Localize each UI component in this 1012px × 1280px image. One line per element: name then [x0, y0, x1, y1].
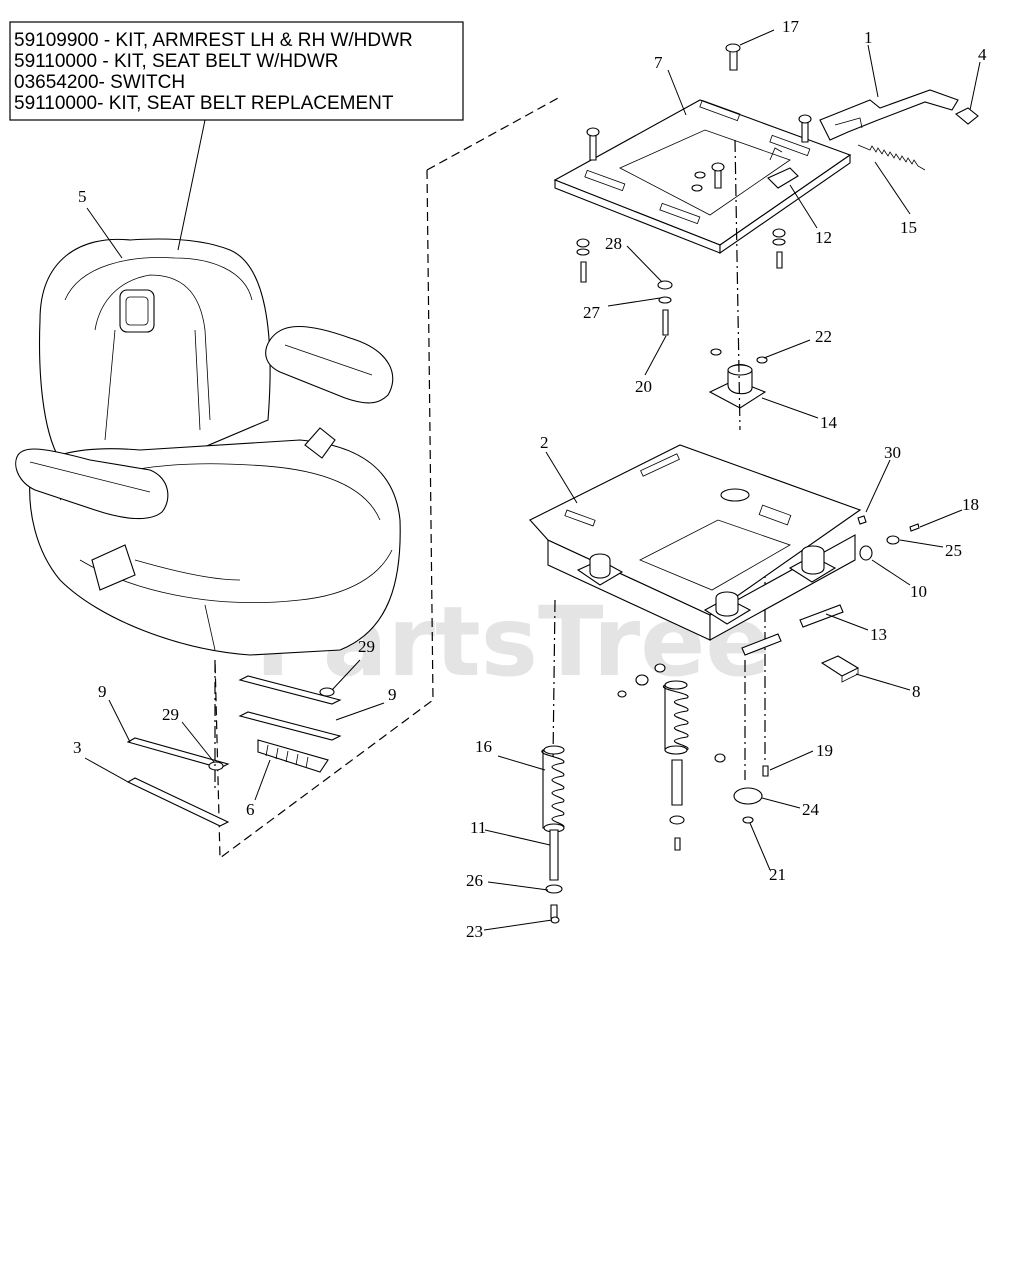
- callout-6: 6: [246, 800, 255, 819]
- seat-part-5: [15, 238, 401, 656]
- seat-brackets: [126, 660, 342, 827]
- callout-1: 1: [864, 28, 873, 47]
- callout-21: 21: [769, 865, 786, 884]
- callout-22: 22: [815, 327, 832, 346]
- callout-30: 30: [884, 443, 901, 462]
- kit-list-line-3: 03654200- SWITCH: [14, 72, 185, 93]
- callout-24: 24: [802, 800, 820, 819]
- callout-23: 23: [466, 922, 483, 941]
- callout-26: 26: [466, 871, 483, 890]
- center-line-spring: [552, 599, 556, 761]
- leader-lines: [84, 29, 981, 931]
- kit-list-box: 59109900 - KIT, ARMREST LH & RH W/HDWR 5…: [9, 21, 464, 121]
- callout-27: 27: [583, 303, 601, 322]
- callout-29-upper: 29: [358, 637, 375, 656]
- callout-2: 2: [540, 433, 549, 452]
- callout-29-lower: 29: [162, 705, 179, 724]
- callout-16: 16: [475, 737, 492, 756]
- callouts: 5 17 7 1 4 15 12 28 27 20 22 14 2 30 18 …: [73, 17, 987, 941]
- spring-assembly-left: [541, 745, 565, 924]
- spring-assembly-center: [617, 663, 726, 851]
- callout-10: 10: [910, 582, 927, 601]
- callout-9-upper: 9: [388, 685, 397, 704]
- top-plate-part-7: [553, 99, 852, 255]
- hardware-right: [820, 515, 920, 683]
- kit-list-line-4: 59110000- KIT, SEAT BELT REPLACEMENT: [14, 93, 394, 114]
- callout-25: 25: [945, 541, 962, 560]
- callout-12: 12: [815, 228, 832, 247]
- callout-5: 5: [78, 187, 87, 206]
- callout-19: 19: [816, 741, 833, 760]
- kit-group-outline: [214, 96, 561, 860]
- callout-8: 8: [912, 682, 921, 701]
- callout-3: 3: [73, 738, 82, 757]
- callout-11: 11: [470, 818, 486, 837]
- callout-17: 17: [782, 17, 800, 36]
- callout-18: 18: [962, 495, 979, 514]
- callout-13: 13: [870, 625, 887, 644]
- hardware-stack-left: [576, 228, 786, 364]
- center-line-upper: [734, 139, 741, 431]
- callout-14: 14: [820, 413, 838, 432]
- callout-28: 28: [605, 234, 622, 253]
- callout-7: 7: [654, 53, 663, 72]
- adjuster-handle-part-1: [819, 89, 979, 171]
- kit-list-line-1: 59109900 - KIT, ARMREST LH & RH W/HDWR: [14, 30, 413, 51]
- pivot-hardware: [733, 765, 769, 824]
- kit-list-line-2: 59110000 - KIT, SEAT BELT W/HDWR: [14, 51, 339, 72]
- callout-9-lower: 9: [98, 682, 107, 701]
- isolator-part-14: [708, 363, 767, 409]
- callout-20: 20: [635, 377, 652, 396]
- callout-4: 4: [978, 45, 987, 64]
- suspension-base-part-2: [528, 444, 873, 656]
- bolt-part-17: [725, 43, 741, 71]
- callout-15: 15: [900, 218, 917, 237]
